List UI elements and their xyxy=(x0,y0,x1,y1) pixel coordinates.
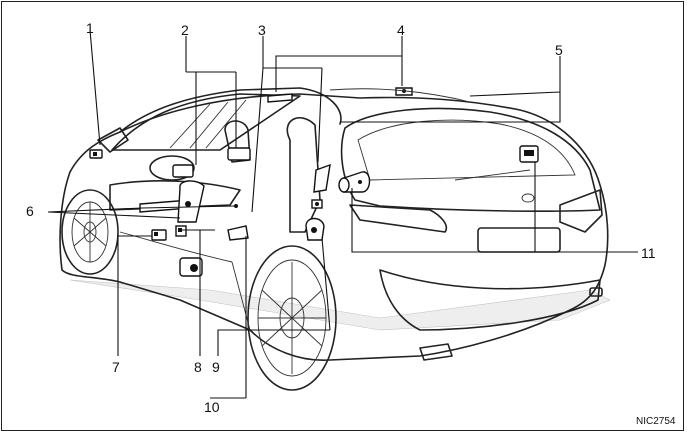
rear-seat xyxy=(286,116,321,233)
front-wheel xyxy=(61,189,119,275)
callout-4: 4 xyxy=(397,22,405,38)
side-airbag-6 xyxy=(139,180,238,223)
windshield xyxy=(111,93,301,151)
steering-wheel xyxy=(149,155,195,181)
callout-7: 7 xyxy=(112,359,120,375)
exhaust-tip xyxy=(419,343,453,361)
license-plate xyxy=(477,227,561,253)
callout-3: 3 xyxy=(258,22,266,38)
callout-5: 5 xyxy=(555,42,563,58)
rear-window xyxy=(357,119,576,181)
tail-light-left xyxy=(349,204,448,233)
curtain-airbag-4 xyxy=(267,87,471,103)
emblem xyxy=(521,193,535,203)
leader-lines xyxy=(47,29,638,399)
rear-camera-5 xyxy=(519,145,539,163)
side-mirror xyxy=(97,127,129,153)
roof-line xyxy=(119,87,342,133)
callout-11: 11 xyxy=(641,245,656,261)
tail-light-right xyxy=(559,189,603,233)
callout-10: 10 xyxy=(204,399,220,415)
rear-reflector xyxy=(589,287,603,297)
rear-hatch xyxy=(340,107,601,212)
callout-9: 9 xyxy=(212,359,220,375)
rear-bumper xyxy=(379,269,601,331)
passenger-airbag-2 xyxy=(227,147,251,161)
ground-shadow xyxy=(69,279,611,331)
front-sensor-1 xyxy=(89,149,103,159)
rear-wheel xyxy=(247,245,337,391)
callout-8: 8 xyxy=(194,359,202,375)
callout-6: 6 xyxy=(26,203,34,219)
rear-cylinder-11 xyxy=(338,171,371,193)
seat-belt-pretensioner-3 xyxy=(311,163,331,209)
callout-2: 2 xyxy=(181,22,189,38)
door-line xyxy=(119,231,251,331)
crash-zone-sensor-7 xyxy=(151,229,167,241)
rear-curtain-sensor-9 xyxy=(305,217,325,241)
rear-wiper xyxy=(454,169,531,181)
callout-1: 1 xyxy=(86,20,94,36)
steering-wheel-airbag-2 xyxy=(172,164,194,178)
figure-code: NIC2754 xyxy=(636,416,676,427)
side-sensor-10 xyxy=(227,225,249,241)
car-body-outline xyxy=(59,93,609,361)
